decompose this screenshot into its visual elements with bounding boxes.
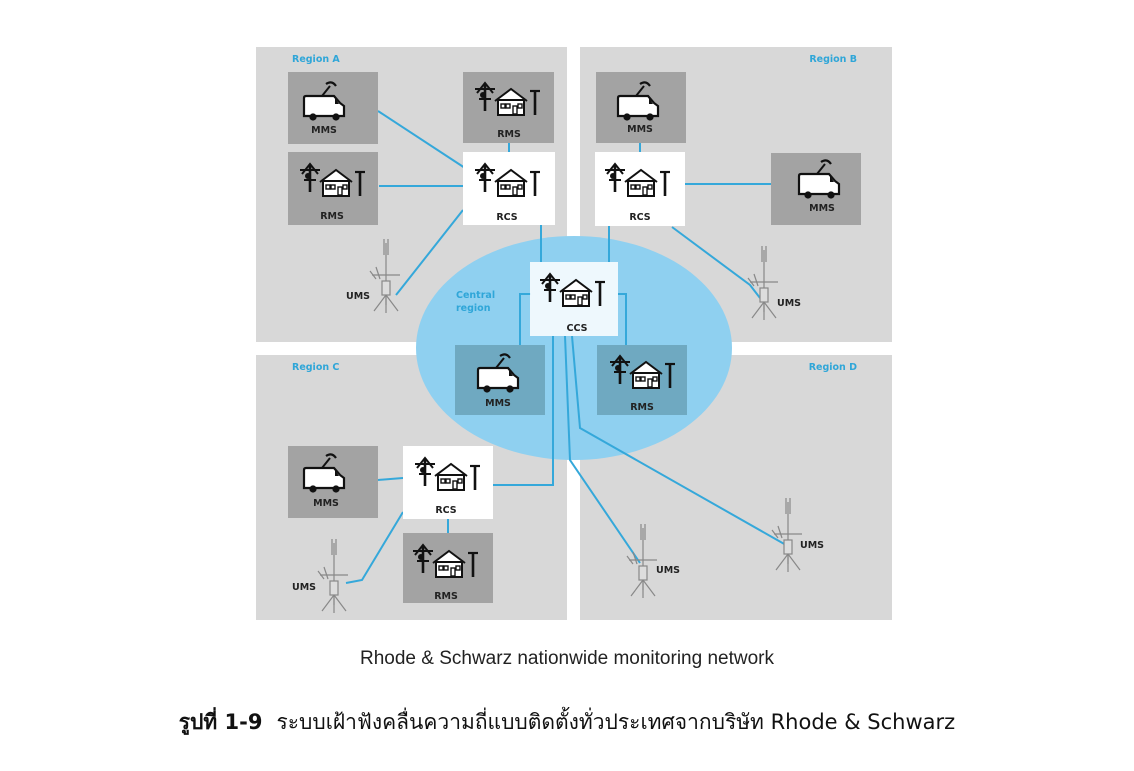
svg-text:MMS: MMS — [311, 125, 337, 136]
region-c-ums-node: UMS — [292, 538, 349, 614]
svg-text:UMS: UMS — [656, 565, 680, 576]
svg-text:UMS: UMS — [346, 291, 370, 302]
svg-text:RCS: RCS — [435, 505, 456, 516]
figure-caption: รูปที่ 1-9 ระบบเฝ้าฟังคลื่นความถี่แบบติดต… — [0, 706, 1134, 739]
svg-text:UMS: UMS — [292, 582, 316, 593]
region-a-ums-node: UMS — [346, 238, 401, 314]
region-a-rcs-node: RCS — [463, 152, 555, 225]
region-d-ums2-node: UMS — [771, 497, 824, 573]
region-a-label: Region A — [292, 54, 340, 65]
central-rms-node: RMS — [597, 345, 687, 415]
region-a-mms-node: MMS — [288, 72, 378, 144]
region-c-mms-node: MMS — [288, 446, 378, 518]
figure-number: รูปที่ 1-9 — [178, 710, 263, 734]
svg-text:MMS: MMS — [485, 398, 511, 409]
region-a-rms-node: RMS — [463, 72, 554, 143]
monitoring-network-diagram: Region A Region B Region C Region D Cent… — [256, 47, 892, 620]
svg-text:MMS: MMS — [627, 124, 653, 135]
svg-text:RMS: RMS — [320, 211, 344, 222]
region-b-ums-node: UMS — [747, 245, 801, 321]
region-b-mms2-node: MMS — [771, 153, 861, 225]
region-d-label: Region D — [809, 362, 857, 373]
region-b-label: Region B — [809, 54, 857, 65]
region-c-rms-node: RMS — [403, 533, 493, 603]
svg-text:MMS: MMS — [313, 498, 339, 509]
region-b-mms-node: MMS — [596, 72, 686, 143]
region-c-label: Region C — [292, 362, 339, 373]
central-region-label-line1: Central — [456, 290, 495, 301]
svg-text:UMS: UMS — [800, 540, 824, 551]
central-region-label-line2: region — [456, 303, 491, 314]
region-b-rcs-node: RCS — [595, 152, 685, 226]
svg-text:RMS: RMS — [630, 402, 654, 413]
figure-text: ระบบเฝ้าฟังคลื่นความถี่แบบติดตั้งทั่วประ… — [276, 710, 956, 734]
region-a-rms2-node: RMS — [288, 152, 378, 225]
svg-text:MMS: MMS — [809, 203, 835, 214]
svg-text:CCS: CCS — [567, 323, 588, 334]
network-links — [345, 110, 787, 584]
region-c-rcs-node: RCS — [403, 446, 493, 519]
svg-text:RMS: RMS — [434, 591, 458, 602]
svg-text:RMS: RMS — [497, 129, 521, 140]
region-d-ums-node: UMS — [626, 523, 680, 599]
svg-text:RCS: RCS — [629, 212, 650, 223]
central-ccs-node: CCS — [530, 262, 618, 336]
svg-text:RCS: RCS — [496, 212, 517, 223]
diagram-caption: Rhode & Schwarz nationwide monitoring ne… — [360, 648, 774, 669]
svg-text:UMS: UMS — [777, 298, 801, 309]
central-mms-node: MMS — [455, 345, 545, 415]
